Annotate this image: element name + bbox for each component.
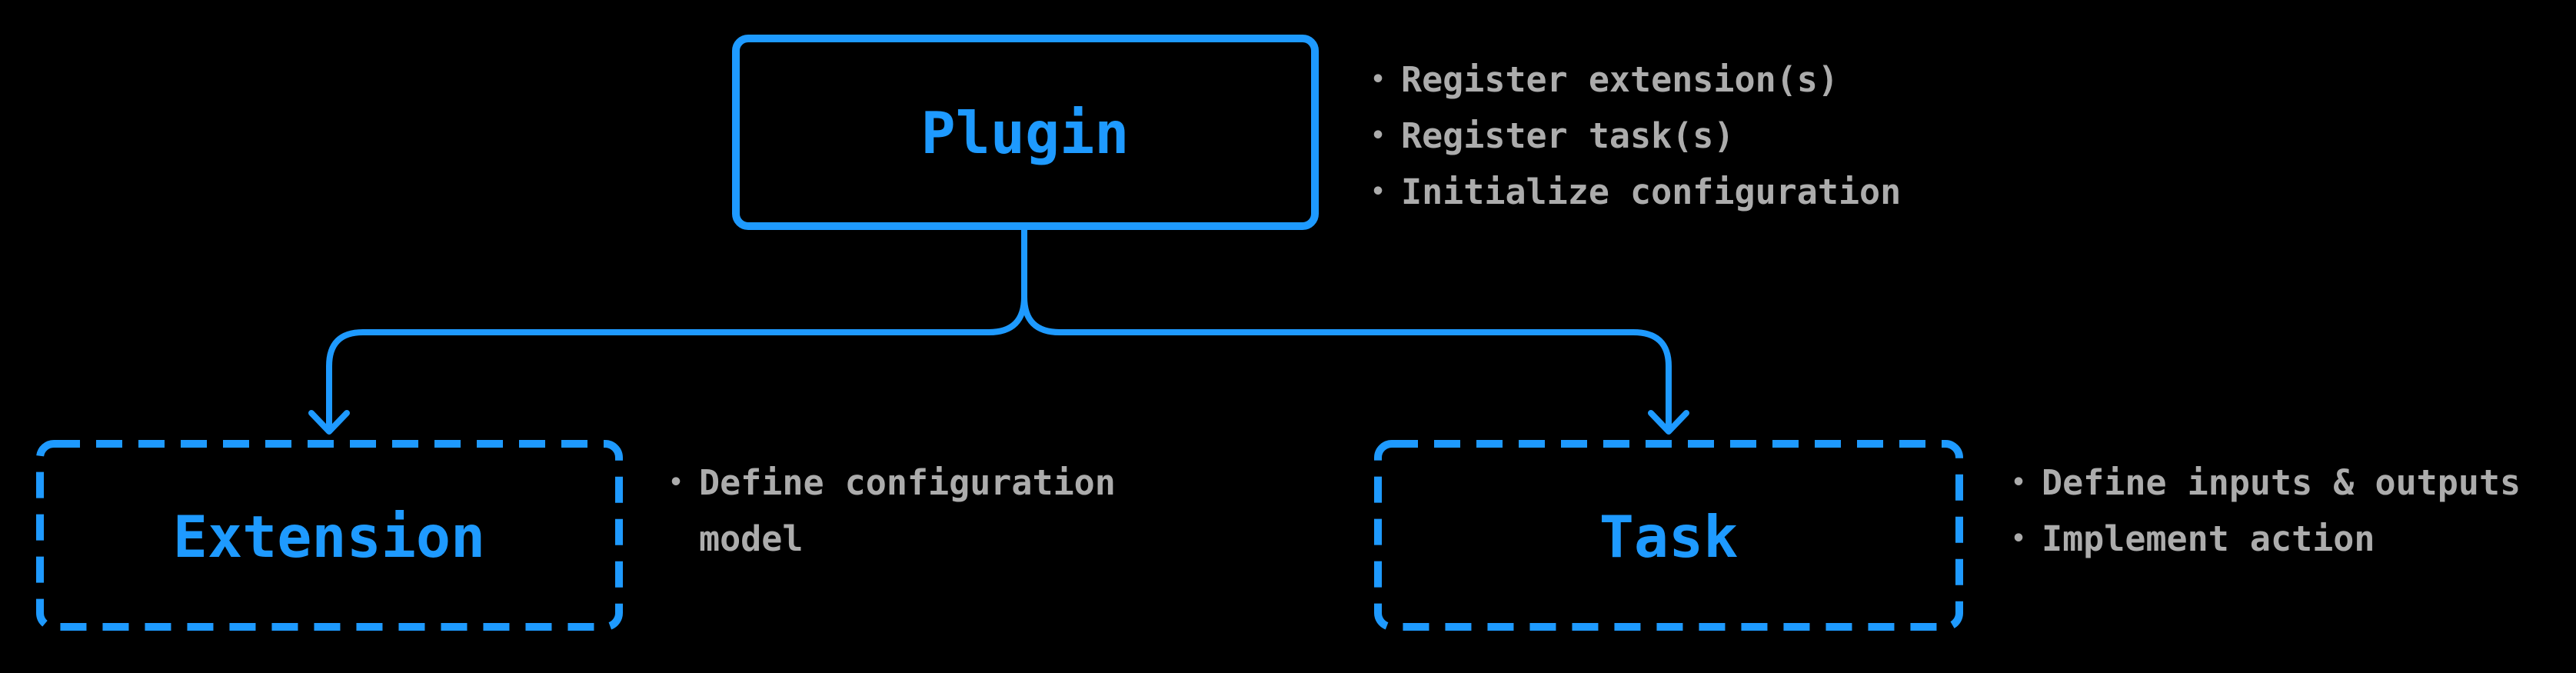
extension-node-label: Extension bbox=[172, 503, 486, 571]
edge-plugin-to-extension bbox=[326, 225, 1027, 429]
bullet-dot-icon: • bbox=[2012, 469, 2026, 496]
task-bullet-list: • Define inputs & outputs • Implement ac… bbox=[2012, 455, 2521, 567]
task-box-border bbox=[1374, 440, 1963, 631]
bullet-dot-icon: • bbox=[1371, 122, 1386, 149]
task-bullet-item: • Implement action bbox=[2012, 511, 2521, 567]
bullet-text: Define configuration model bbox=[699, 462, 1116, 559]
plugin-bullet-item: • Register task(s) bbox=[1371, 108, 1901, 164]
extension-bullet-item: • Define configuration model bbox=[669, 455, 1160, 567]
task-node-label: Task bbox=[1599, 503, 1739, 571]
edge-plugin-to-task bbox=[1021, 225, 1672, 429]
bullet-text: Define inputs & outputs bbox=[2042, 462, 2521, 503]
plugin-node-label: Plugin bbox=[920, 99, 1130, 167]
plugin-bullet-item: • Register extension(s) bbox=[1371, 52, 1901, 108]
plugin-bullet-item: • Initialize configuration bbox=[1371, 164, 1901, 220]
bullet-text: Register task(s) bbox=[1401, 115, 1735, 156]
task-bullet-item: • Define inputs & outputs bbox=[2012, 455, 2521, 511]
extension-box-border bbox=[36, 440, 623, 631]
bullet-dot-icon: • bbox=[1371, 178, 1386, 205]
plugin-bullet-list: • Register extension(s) • Register task(… bbox=[1371, 52, 1901, 220]
bullet-text: Register extension(s) bbox=[1401, 59, 1839, 100]
bullet-dot-icon: • bbox=[1371, 66, 1386, 93]
bullet-dot-icon: • bbox=[669, 469, 684, 496]
bullet-text: Initialize configuration bbox=[1401, 172, 1902, 212]
extension-bullet-list: • Define configuration model bbox=[669, 455, 1160, 567]
bullet-text: Implement action bbox=[2042, 518, 2375, 559]
bullet-dot-icon: • bbox=[2012, 525, 2026, 552]
arrowhead-extension-icon bbox=[308, 410, 350, 435]
arrowhead-task-icon bbox=[1648, 410, 1689, 435]
